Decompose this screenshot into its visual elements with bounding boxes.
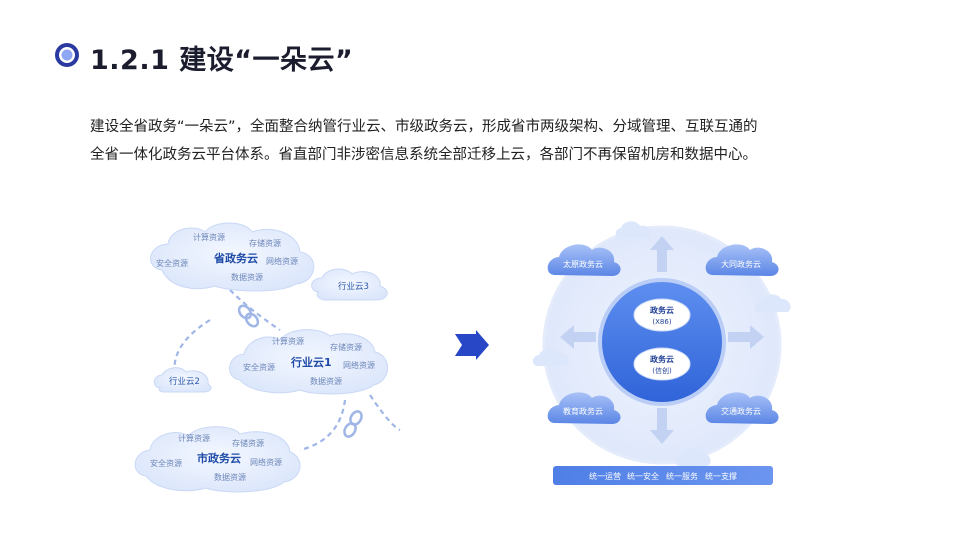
industry1-data-label: 数据资源: [310, 376, 342, 386]
province-compute-label: 计算资源: [193, 232, 225, 242]
province-storage-label: 存储资源: [249, 238, 281, 248]
satellite-label: 交通政务云: [721, 406, 761, 416]
unified-bar-item: 统一服务: [666, 471, 698, 481]
industry3-label: 行业云3: [338, 281, 369, 292]
province-security-label: 安全资源: [156, 258, 188, 268]
satellite-label: 教育政务云: [563, 406, 603, 416]
core-circle: [598, 278, 726, 406]
unified-bar-item: 统一运营: [589, 471, 621, 481]
satellite-cloud-datong: [705, 244, 779, 276]
industry1-network-label: 网络资源: [343, 360, 375, 370]
unified-bar-item: 统一支撑: [705, 471, 737, 481]
industry2-label: 行业云2: [169, 376, 200, 387]
intro-paragraph: 建设全省政务“一朵云”，全面整合纳管行业云、市级政务云，形成省市两级架构、分域管…: [90, 113, 880, 169]
core-x86-pill: [633, 298, 691, 332]
right-arrow-icon: [455, 330, 489, 360]
city-cloud: [134, 426, 301, 493]
decorative-clouds: [532, 221, 791, 466]
satellite-cloud-taiyuan: [547, 244, 621, 276]
province-cloud: [150, 222, 315, 292]
direction-arrows: [560, 236, 764, 444]
link-chain-icon: [343, 410, 363, 438]
industry3-cloud: [311, 268, 388, 301]
satellite-label: 太原政务云: [563, 259, 603, 269]
city-security-label: 安全资源: [150, 458, 182, 468]
province-network-label: 网络资源: [266, 256, 298, 266]
core-x86-sub: (X86): [652, 318, 671, 326]
province-data-label: 数据资源: [231, 272, 263, 282]
core-xinchuang-pill: [633, 347, 691, 381]
industry1-compute-label: 计算资源: [272, 336, 304, 346]
industry1-cloud: [229, 329, 389, 395]
industry1-storage-label: 存储资源: [330, 342, 362, 352]
city-network-label: 网络资源: [250, 457, 282, 467]
core-xinchuang-sub: (信创): [652, 366, 672, 375]
city-storage-label: 存储资源: [232, 438, 264, 448]
unified-bar-item: 统一安全: [627, 471, 659, 481]
city-data-label: 数据资源: [214, 472, 246, 482]
satellite-cloud-transport: [705, 392, 779, 424]
core-x86-name: 政务云: [650, 305, 674, 315]
satellite-cloud-education: [547, 392, 621, 424]
industry2-cloud: [153, 367, 212, 393]
link-chain-icon: [237, 304, 260, 328]
province-cloud-name: 省政务云: [213, 251, 258, 265]
industry1-security-label: 安全资源: [243, 362, 275, 372]
title-bullet-icon: [55, 43, 79, 67]
city-compute-label: 计算资源: [178, 433, 210, 443]
paragraph-line-1: 建设全省政务“一朵云”，全面整合纳管行业云、市级政务云，形成省市两级架构、分域管…: [90, 119, 758, 135]
core-xinchuang-name: 政务云: [650, 354, 674, 364]
city-cloud-name: 市政务云: [197, 451, 241, 465]
industry1-cloud-name: 行业云1: [290, 355, 332, 369]
unified-bar: [553, 466, 773, 485]
page-title: 1.2.1 建设“一朵云”: [90, 45, 354, 76]
satellite-label: 大同政务云: [721, 259, 761, 269]
paragraph-line-2: 全省一体化政务云平台体系。省直部门非涉密信息系统全部迁移上云，各部门不再保留机房…: [90, 147, 757, 163]
